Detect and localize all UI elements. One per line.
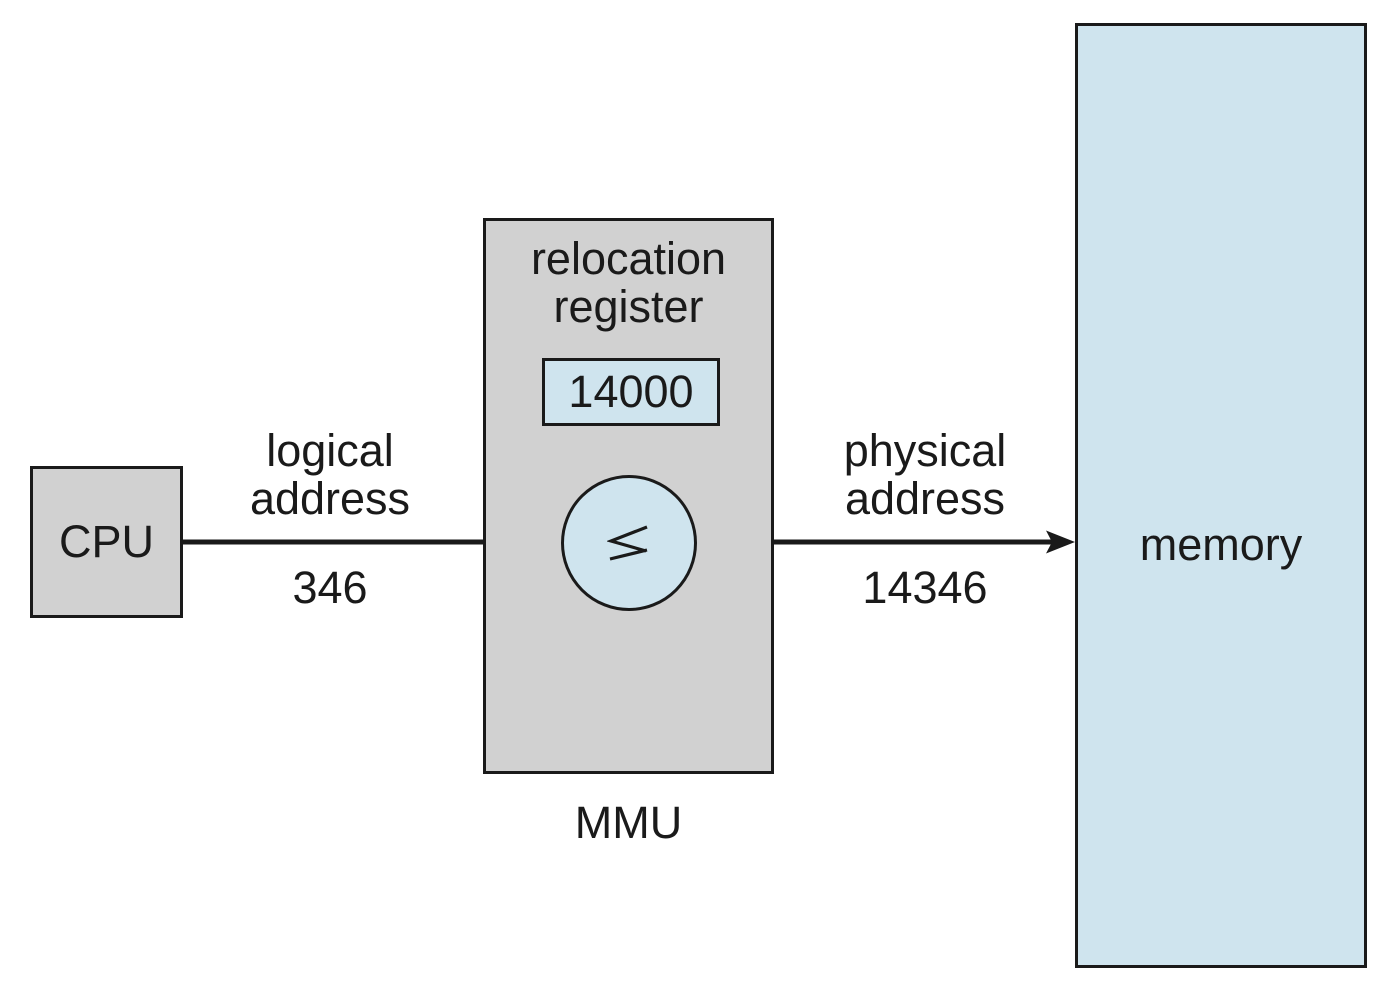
mmu-label: MMU <box>574 797 683 848</box>
adder-operator-icon <box>607 525 648 561</box>
memory-box: memory <box>1075 23 1367 968</box>
memory-label: memory <box>1139 519 1303 570</box>
cpu-box: CPU <box>30 466 183 618</box>
physical-address-label-line1: physical <box>843 425 1007 476</box>
relocation-register-title-line2: register <box>553 281 704 332</box>
relocation-register-value: 14000 <box>568 366 694 417</box>
physical-arrowhead-icon <box>1046 530 1075 554</box>
relocation-register-box: 14000 <box>542 358 720 426</box>
logical-address-value: 346 <box>292 562 368 613</box>
adder-circle <box>561 475 697 611</box>
physical-address-value: 14346 <box>862 562 988 613</box>
adder-operator-lessthan-stroke <box>607 525 648 553</box>
logical-address-label-line2: address <box>249 473 411 524</box>
relocation-register-title-line1: relocation <box>530 233 727 284</box>
adder-operator-bar-stroke <box>609 548 648 561</box>
physical-address-label-line2: address <box>844 473 1006 524</box>
cpu-label: CPU <box>58 516 154 567</box>
logical-address-label-line1: logical <box>266 425 394 476</box>
